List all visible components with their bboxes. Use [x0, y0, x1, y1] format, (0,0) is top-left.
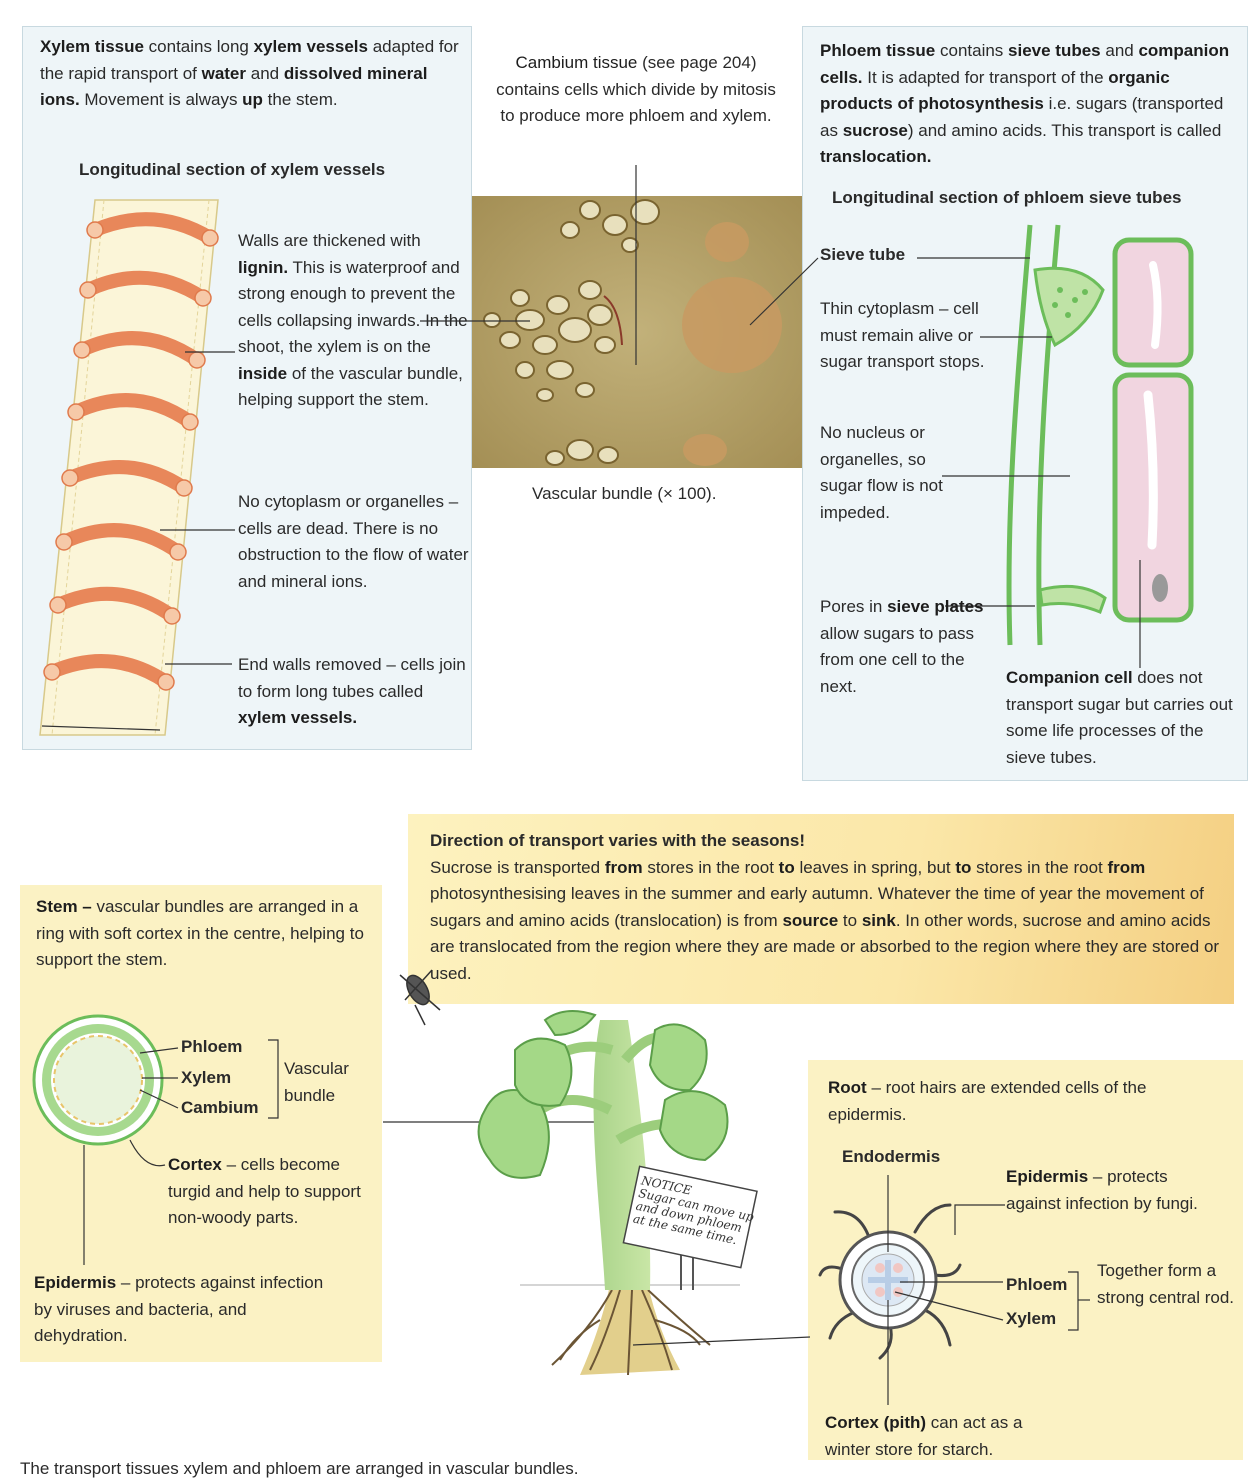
xylem-intro: Xylem tissue contains long xylem vessels… [40, 34, 460, 114]
stem-cambium-label: Cambium [181, 1098, 258, 1118]
xylem-heading: Longitudinal section of xylem vessels [79, 160, 385, 180]
vascular-bundle-micrograph [420, 165, 818, 468]
stem-intro: Stem – vascular bundles are arranged in … [36, 894, 376, 974]
stem-epidermis-label: Epidermis – protects against infection b… [34, 1270, 334, 1350]
vascular-bundle-label: Vascular bundle [284, 1056, 364, 1109]
root-intro: Root – root hairs are extended cells of … [828, 1075, 1188, 1128]
micrograph-caption: Vascular bundle (× 100). [532, 481, 716, 508]
root-phloem-label: Phloem [1006, 1275, 1067, 1295]
root-together-label: Together form a strong central rod. [1097, 1258, 1239, 1311]
root-cortex-label: Cortex (pith) can act as a winter store … [825, 1410, 1065, 1463]
cambium-text: Cambium tissue (see page 204) contains c… [490, 50, 782, 130]
companion-cell-label: Companion cell does not transport sugar … [1006, 665, 1244, 771]
direction-heading: Direction of transport varies with the s… [430, 828, 1225, 855]
plant-illustration [400, 970, 810, 1375]
sieve-tube-label: Sieve tube [820, 245, 905, 265]
xylem-nocytoplasm-label: No cytoplasm or organelles – cells are d… [238, 489, 476, 595]
stem-phloem-label: Phloem [181, 1037, 242, 1057]
xylem-walls-label: Walls are thickened with lignin. This is… [238, 228, 470, 414]
stem-xylem-label: Xylem [181, 1068, 231, 1088]
pores-label: Pores in sieve plates allow sugars to pa… [820, 594, 990, 700]
root-endodermis-label: Endodermis [842, 1147, 940, 1167]
thin-cytoplasm-label: Thin cytoplasm – cell must remain alive … [820, 296, 985, 376]
phloem-heading: Longitudinal section of phloem sieve tub… [832, 188, 1181, 208]
phloem-intro: Phloem tissue contains sieve tubes and c… [820, 38, 1240, 171]
root-epidermis-label: Epidermis – protects against infection b… [1006, 1164, 1206, 1217]
root-xylem-label: Xylem [1006, 1309, 1056, 1329]
direction-text: Direction of transport varies with the s… [430, 828, 1225, 987]
no-nucleus-label: No nucleus or organelles, so sugar flow … [820, 420, 948, 526]
xylem-vessel-diagram [40, 200, 235, 735]
stem-cortex-label: Cortex – cells become turgid and help to… [168, 1152, 368, 1232]
page-footer-caption: The transport tissues xylem and phloem a… [20, 1456, 720, 1483]
xylem-endwalls-label: End walls removed – cells join to form l… [238, 652, 470, 732]
